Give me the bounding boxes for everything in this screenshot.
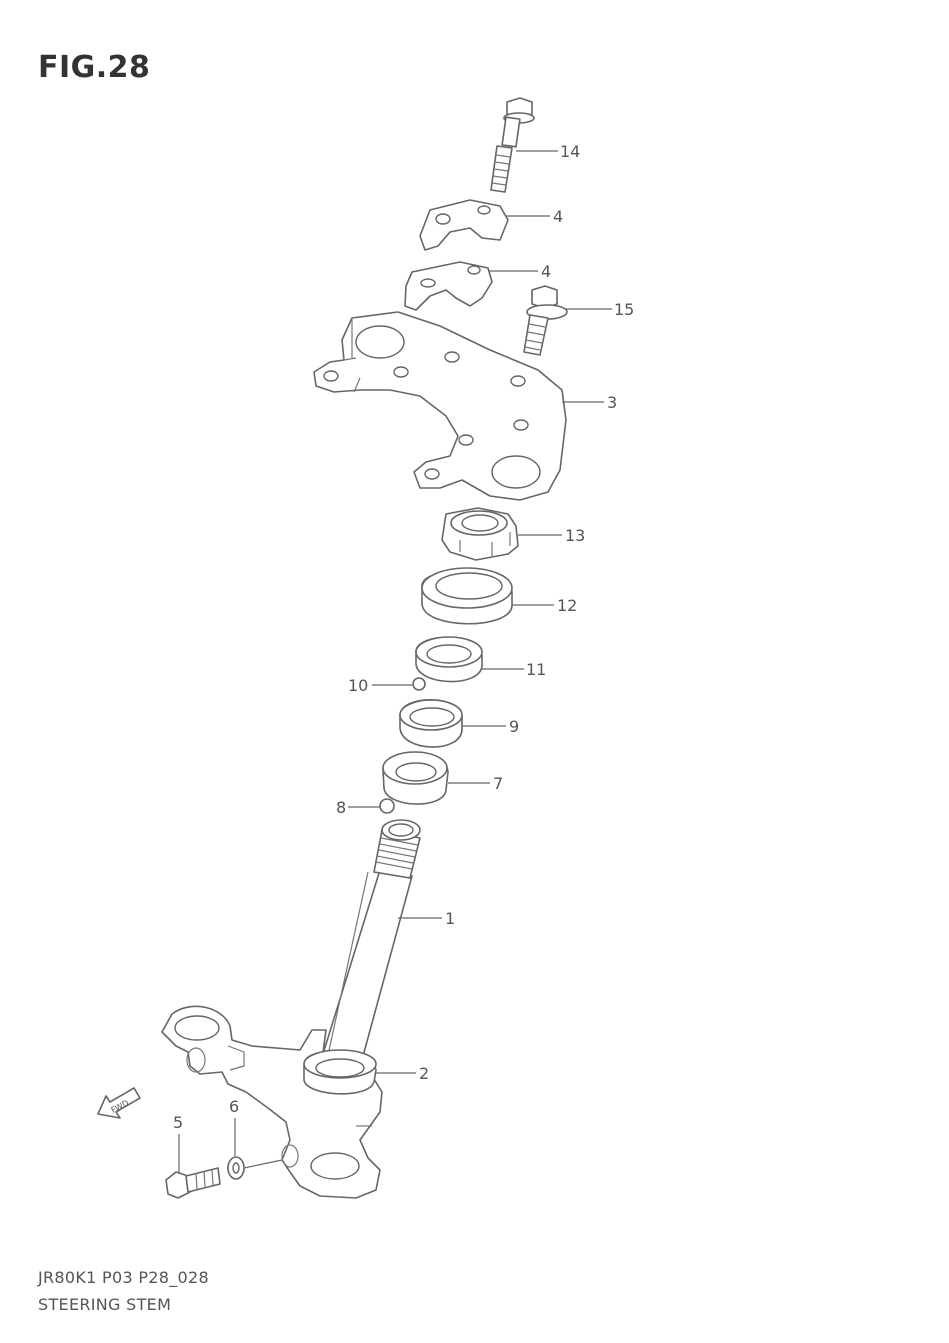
callout-6: 6 — [229, 1097, 239, 1116]
callout-4b: 4 — [541, 262, 551, 281]
part-10-steel-ball-upper[interactable] — [412, 677, 426, 691]
callout-12: 12 — [557, 596, 577, 615]
figure-code: JR80K1 P03 P28_028 — [38, 1268, 209, 1287]
leader-6-to-bracket — [243, 1159, 283, 1169]
part-9-bearing-cone-lower[interactable] — [399, 699, 463, 748]
figure-title: FIG.28 — [38, 50, 151, 85]
part-7-bearing-race-lower[interactable] — [382, 751, 449, 805]
part-1-steering-stem[interactable] — [161, 819, 421, 1199]
part-5-stem-clamp-bolt[interactable] — [165, 1167, 221, 1199]
callout-3: 3 — [607, 393, 617, 412]
callout-2: 2 — [419, 1064, 429, 1083]
part-6-washer[interactable] — [227, 1156, 245, 1180]
part-13-steering-stem-nut[interactable] — [441, 507, 519, 561]
part-15-stem-head-bolt[interactable] — [523, 285, 568, 356]
part-3-steering-stem-upper-bracket[interactable] — [313, 311, 567, 501]
callout-13: 13 — [565, 526, 585, 545]
fwd-arrow-icon: FWD — [97, 1087, 141, 1119]
part-8-steel-ball-lower[interactable] — [379, 798, 395, 814]
callout-15: 15 — [614, 300, 634, 319]
figure-name: STEERING STEM — [38, 1295, 172, 1314]
part-2-stem-dust-seal[interactable] — [303, 1049, 377, 1095]
callout-5: 5 — [173, 1113, 183, 1132]
part-12-dust-cover[interactable] — [421, 567, 513, 625]
callout-10: 10 — [348, 676, 368, 695]
callout-9: 9 — [509, 717, 519, 736]
callout-4a: 4 — [553, 207, 563, 226]
callout-14: 14 — [560, 142, 580, 161]
part-4-handlebar-holder-lower[interactable] — [404, 261, 493, 311]
part-11-bearing-race-upper[interactable] — [415, 636, 483, 683]
callout-8: 8 — [336, 798, 346, 817]
part-4-handlebar-holder-upper[interactable] — [419, 199, 509, 251]
callout-7: 7 — [493, 774, 503, 793]
callout-1: 1 — [445, 909, 455, 928]
callout-11: 11 — [526, 660, 546, 679]
part-14-handlebar-holder-bolt[interactable] — [490, 97, 535, 193]
